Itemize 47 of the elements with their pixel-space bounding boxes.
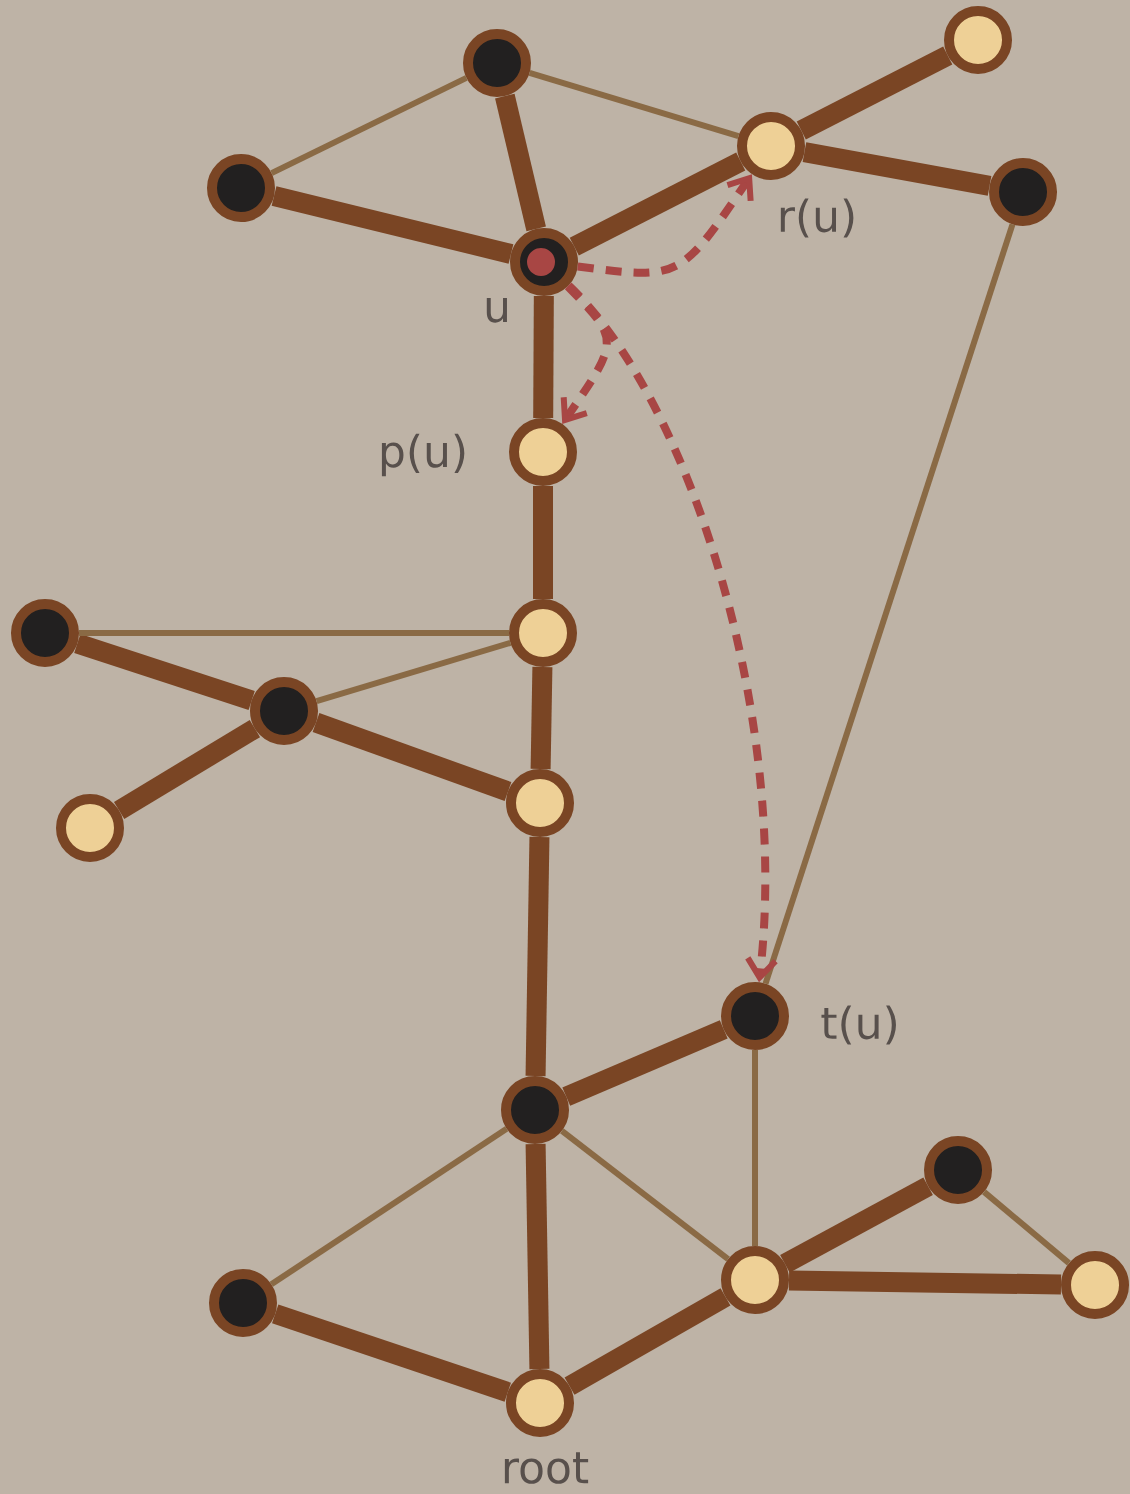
- tree-edge: [525, 1143, 550, 1370]
- graph-node: [11, 599, 79, 667]
- graph-edge: [752, 1050, 758, 1246]
- tree-edge: [271, 186, 514, 264]
- tree-edge: [533, 295, 554, 419]
- dashed-arrow: [565, 282, 778, 983]
- graph-node: [989, 158, 1057, 226]
- graph-node: [463, 29, 531, 97]
- graph-node: [1061, 1251, 1129, 1319]
- tree-edge: [564, 1288, 731, 1395]
- graph-node: [509, 599, 577, 667]
- graph-node: [250, 677, 318, 745]
- tree-edge: [495, 93, 546, 232]
- graph-node: [501, 1076, 569, 1144]
- tree-edge: [569, 152, 746, 256]
- tree-edge: [74, 634, 255, 710]
- tree-edge: [533, 486, 553, 599]
- tree-edge: [525, 836, 550, 1077]
- graph-edge: [269, 1126, 509, 1287]
- graph-node: [56, 794, 124, 862]
- graph-edge: [982, 1189, 1071, 1266]
- node-label: root: [504, 1452, 589, 1484]
- tree-edge: [796, 46, 953, 140]
- graph-node: [924, 1136, 992, 1204]
- graph-node: [506, 769, 574, 837]
- graph-edge: [762, 223, 1016, 985]
- tree-edge: [780, 1177, 933, 1273]
- graph-edge: [560, 1128, 730, 1262]
- graph-node: [209, 1269, 277, 1337]
- graph-edge: [528, 70, 740, 140]
- node-label: t(u): [821, 1005, 896, 1045]
- tree-edge: [802, 142, 992, 196]
- tree-edge: [113, 720, 261, 819]
- tree-edge: [272, 1304, 511, 1402]
- graph-node: [207, 154, 275, 222]
- tree-edge: [562, 1020, 728, 1106]
- node-label: u: [486, 297, 507, 323]
- graph-edge: [79, 630, 509, 636]
- node-label: p(u): [381, 433, 465, 477]
- node-label: r(u): [780, 198, 854, 238]
- tree-edge: [530, 666, 553, 770]
- graph-edge: [315, 639, 512, 705]
- graph-node: [721, 1246, 789, 1314]
- graph-edge: [270, 75, 468, 176]
- tree-edge: [312, 713, 512, 801]
- graph-node: [944, 6, 1012, 74]
- tree-edge: [788, 1270, 1062, 1295]
